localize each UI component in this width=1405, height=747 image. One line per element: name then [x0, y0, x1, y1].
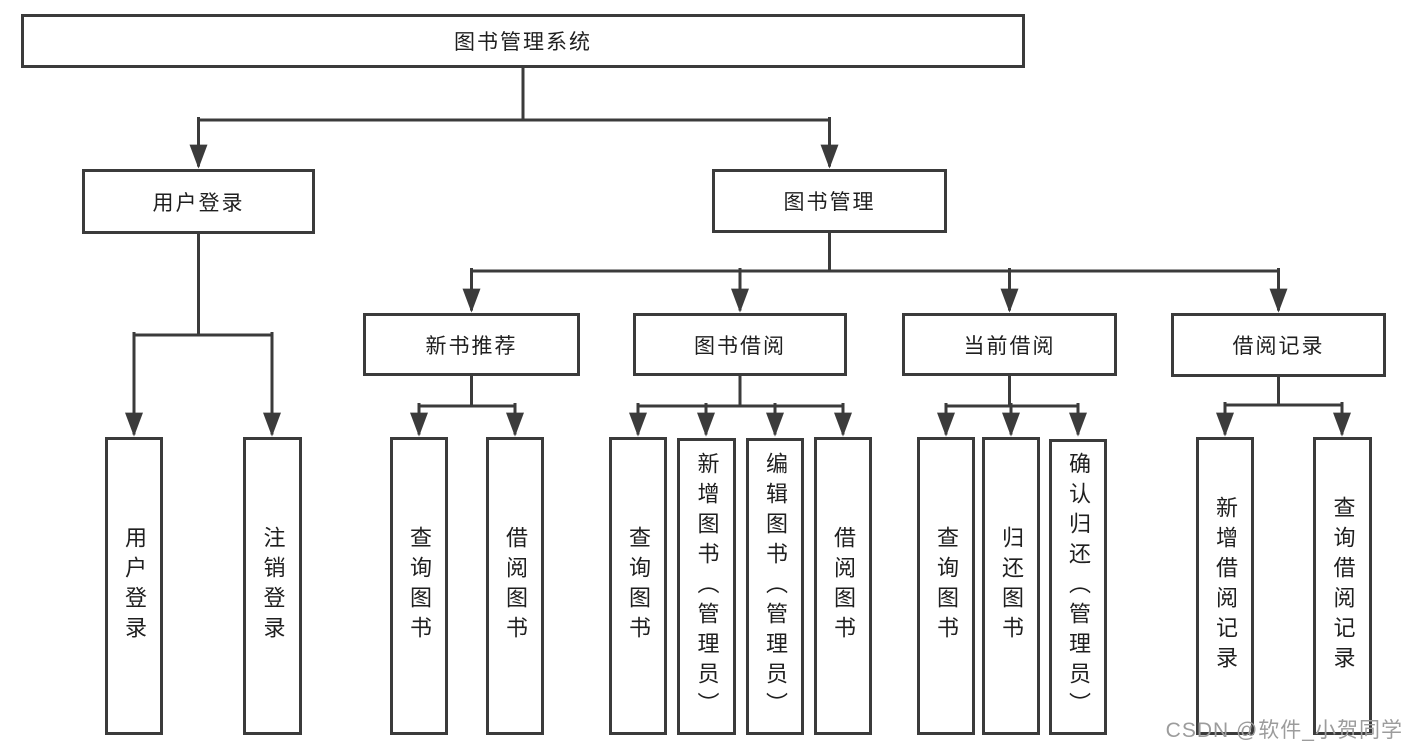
leaf-borrow-books-recommend-label: 借阅图书: [503, 526, 528, 646]
leaf-user-login-label: 用户登录: [122, 526, 147, 646]
leaf-edit-book-admin: 编辑图书（管理员）: [746, 438, 804, 735]
leaf-add-borrow-record: 新增借阅记录: [1196, 437, 1254, 735]
leaf-query-books-borrowing: 查询图书: [609, 437, 667, 735]
leaf-add-borrow-record-label: 新增借阅记录: [1213, 496, 1238, 676]
leaf-add-book-admin: 新增图书（管理员）: [677, 438, 736, 735]
leaf-query-books-recommend: 查询图书: [390, 437, 448, 735]
node-new-book-recommend: 新书推荐: [363, 313, 580, 376]
node-book-borrowing: 图书借阅: [633, 313, 847, 376]
leaf-query-borrow-record: 查询借阅记录: [1313, 437, 1372, 735]
node-root: 图书管理系统: [21, 14, 1025, 68]
csdn-watermark: CSDN @软件_小贺同学: [1165, 719, 1403, 742]
node-current-borrowing: 当前借阅: [902, 313, 1117, 376]
leaf-logout: 注销登录: [243, 437, 302, 735]
leaf-query-books-current: 查询图书: [917, 437, 975, 735]
leaf-confirm-return-admin-label: 确认归还（管理员）: [1066, 452, 1091, 722]
leaf-query-books-borrowing-label: 查询图书: [626, 526, 651, 646]
edges-book-management: [462, 231, 1288, 313]
edges-root: [189, 66, 839, 169]
node-book-management: 图书管理: [712, 169, 947, 233]
leaf-user-login: 用户登录: [105, 437, 163, 735]
node-user-login-group: 用户登录: [82, 169, 315, 234]
edges-user-login: [125, 232, 281, 437]
leaf-add-book-admin-label: 新增图书（管理员）: [694, 451, 720, 722]
leaf-return-books-label: 归还图书: [999, 526, 1024, 646]
edges-new-book-recommend: [410, 373, 524, 437]
leaf-edit-book-admin-label: 编辑图书（管理员）: [763, 451, 788, 722]
edges-book-borrowing: [629, 373, 852, 437]
leaf-query-books-recommend-label: 查询图书: [407, 526, 432, 646]
edges-current-borrowing: [937, 373, 1087, 437]
leaf-borrow-books-recommend: 借阅图书: [486, 437, 544, 735]
leaf-logout-label: 注销登录: [260, 526, 286, 646]
leaf-query-books-current-label: 查询图书: [934, 526, 959, 646]
leaf-borrow-books-borrowing-label: 借阅图书: [831, 526, 856, 646]
leaf-return-books: 归还图书: [982, 437, 1040, 735]
edges-borrowing-records: [1216, 375, 1351, 437]
leaf-query-borrow-record-label: 查询借阅记录: [1330, 496, 1356, 676]
leaf-borrow-books-borrowing: 借阅图书: [814, 437, 872, 735]
node-borrowing-records: 借阅记录: [1171, 313, 1386, 377]
leaf-confirm-return-admin: 确认归还（管理员）: [1049, 439, 1107, 735]
